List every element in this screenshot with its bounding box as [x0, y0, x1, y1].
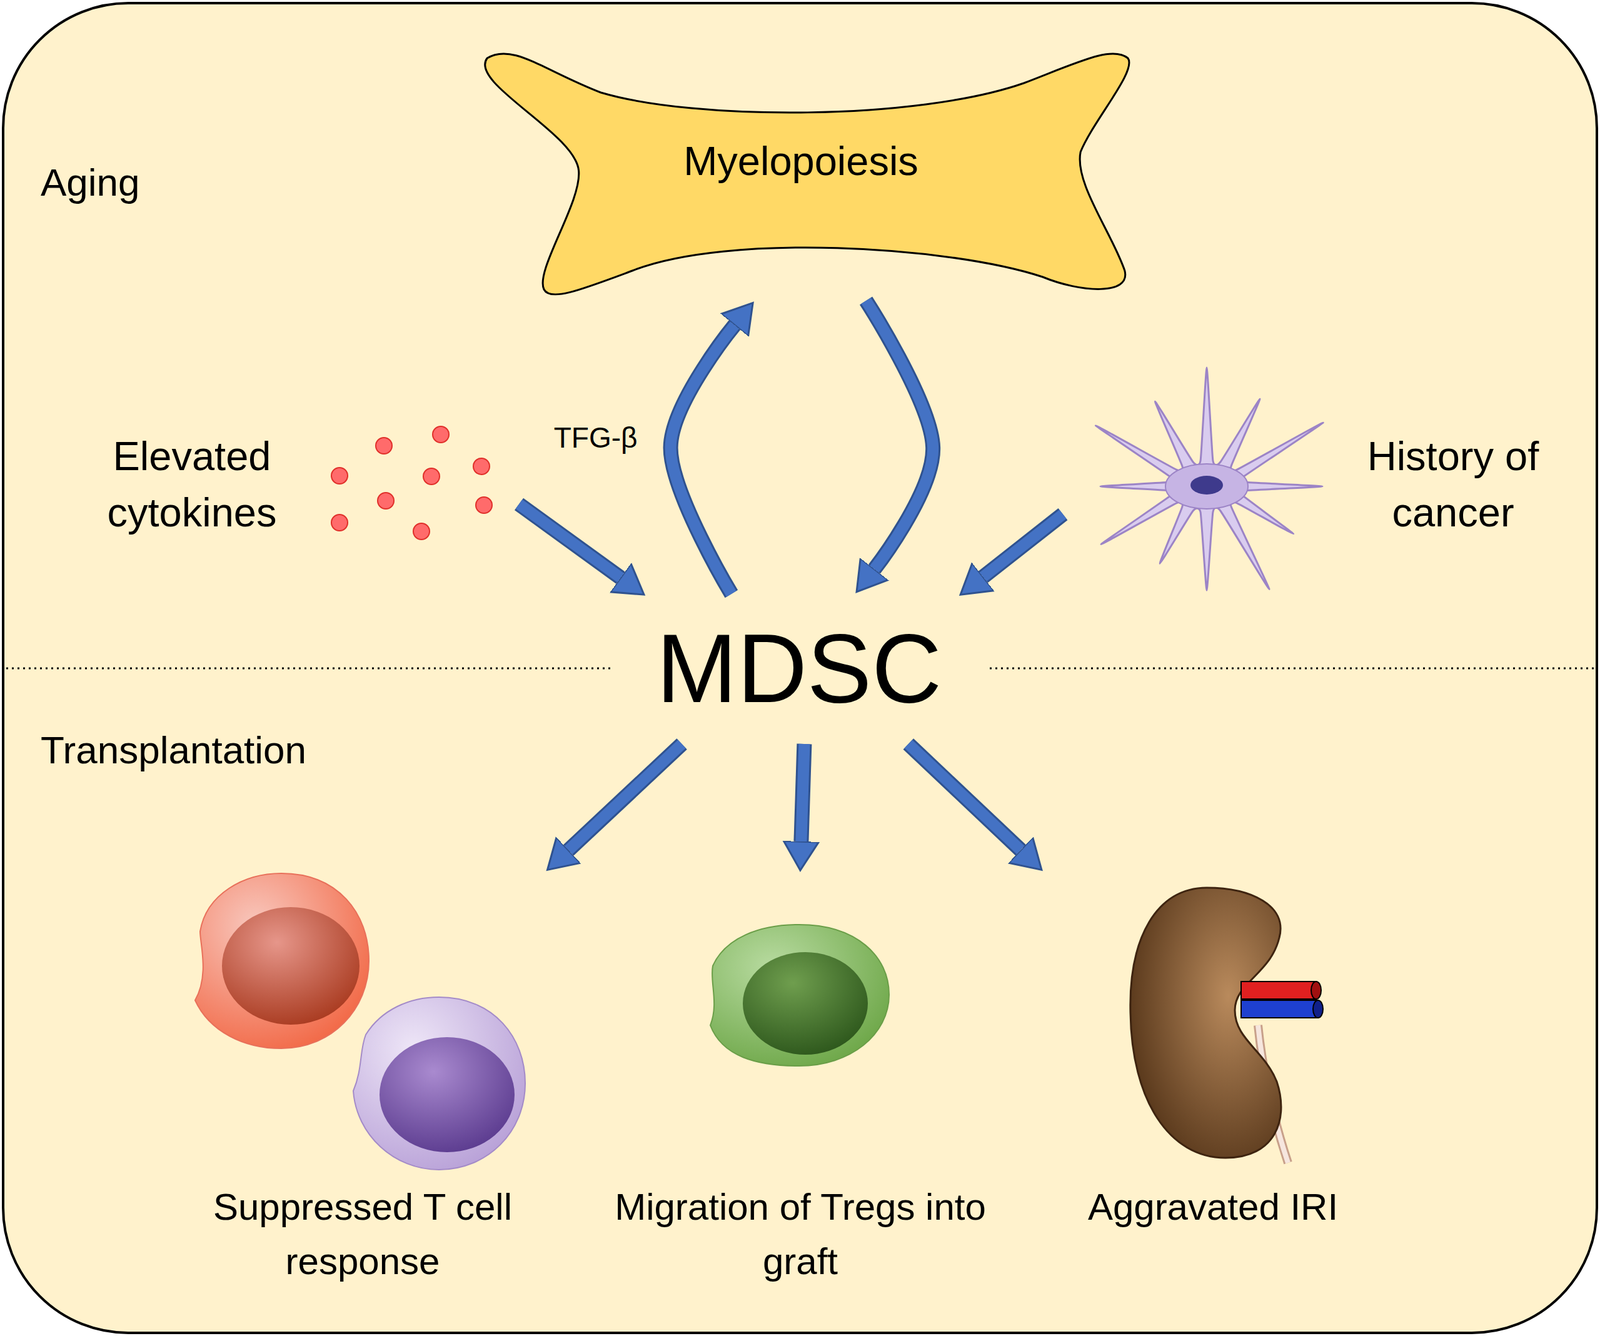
arrow-outline	[982, 514, 1063, 578]
node-text: Migration of Tregs into graft	[606, 1179, 995, 1289]
cytokine-node: Elevated cytokines	[81, 425, 519, 547]
node-text: History of cancer	[1328, 428, 1579, 541]
text-block: Elevated cytokines	[81, 428, 303, 541]
arrow-body	[518, 503, 621, 578]
outer-frame	[3, 3, 1597, 1334]
arrow-body	[908, 744, 1022, 851]
arrow-outline	[518, 503, 621, 578]
block-arrow	[908, 744, 1022, 851]
arrow-body	[670, 325, 735, 594]
arrow-outline	[908, 744, 1022, 851]
text-block: Aggravated IRI	[1025, 1179, 1401, 1235]
arrow-outline	[670, 325, 735, 594]
divider-line	[989, 667, 1594, 670]
bone-marrow-shape: Myelopoiesis	[474, 45, 1134, 301]
arrow-body	[800, 744, 805, 842]
block-arrow	[568, 744, 682, 851]
arrow-outline	[865, 300, 933, 569]
cancer-node: History of cancer	[1062, 368, 1585, 604]
section-label: Aging	[40, 159, 141, 206]
edge-label: TFG-β	[550, 420, 642, 456]
block-arrow	[518, 503, 621, 578]
block-arrow	[865, 300, 933, 569]
cytokine-dots	[331, 426, 493, 540]
arrow-outline	[568, 744, 682, 851]
arrow-body	[865, 300, 933, 569]
text-block: History of cancer	[1328, 428, 1579, 541]
node-text: MDSC	[625, 615, 973, 723]
block-arrow	[670, 325, 735, 594]
text-block: MDSC	[625, 615, 973, 723]
kidney-illustration	[1130, 887, 1324, 1163]
treg-node: Migration of Tregs into graft	[600, 869, 1001, 1301]
node-text: Aggravated IRI	[1025, 1179, 1401, 1235]
node-text: Suppressed T cell response	[168, 1179, 557, 1289]
t-cell-node: Suppressed T cell response	[156, 869, 569, 1301]
treg-cell-illustration	[710, 924, 890, 1067]
arrow-body	[568, 744, 682, 851]
arrow-body	[982, 514, 1063, 578]
mdsc-node: MDSC	[625, 593, 980, 745]
node-text: Elevated cytokines	[81, 428, 303, 541]
block-arrow	[982, 514, 1063, 578]
node-text: Myelopoiesis	[474, 136, 1128, 186]
cancer-cell-illustration	[1095, 367, 1324, 591]
text-block: Migration of Tregs into graft	[606, 1179, 995, 1289]
arrow-outline	[800, 744, 805, 842]
kidney-node: Aggravated IRI	[1025, 869, 1407, 1301]
text-block: Myelopoiesis	[474, 136, 1128, 186]
section-label: Transplantation	[40, 727, 307, 774]
divider-line	[6, 667, 613, 670]
t-cell-illustration	[195, 873, 526, 1170]
block-arrow	[800, 744, 805, 842]
text-block: Suppressed T cell response	[168, 1179, 557, 1289]
